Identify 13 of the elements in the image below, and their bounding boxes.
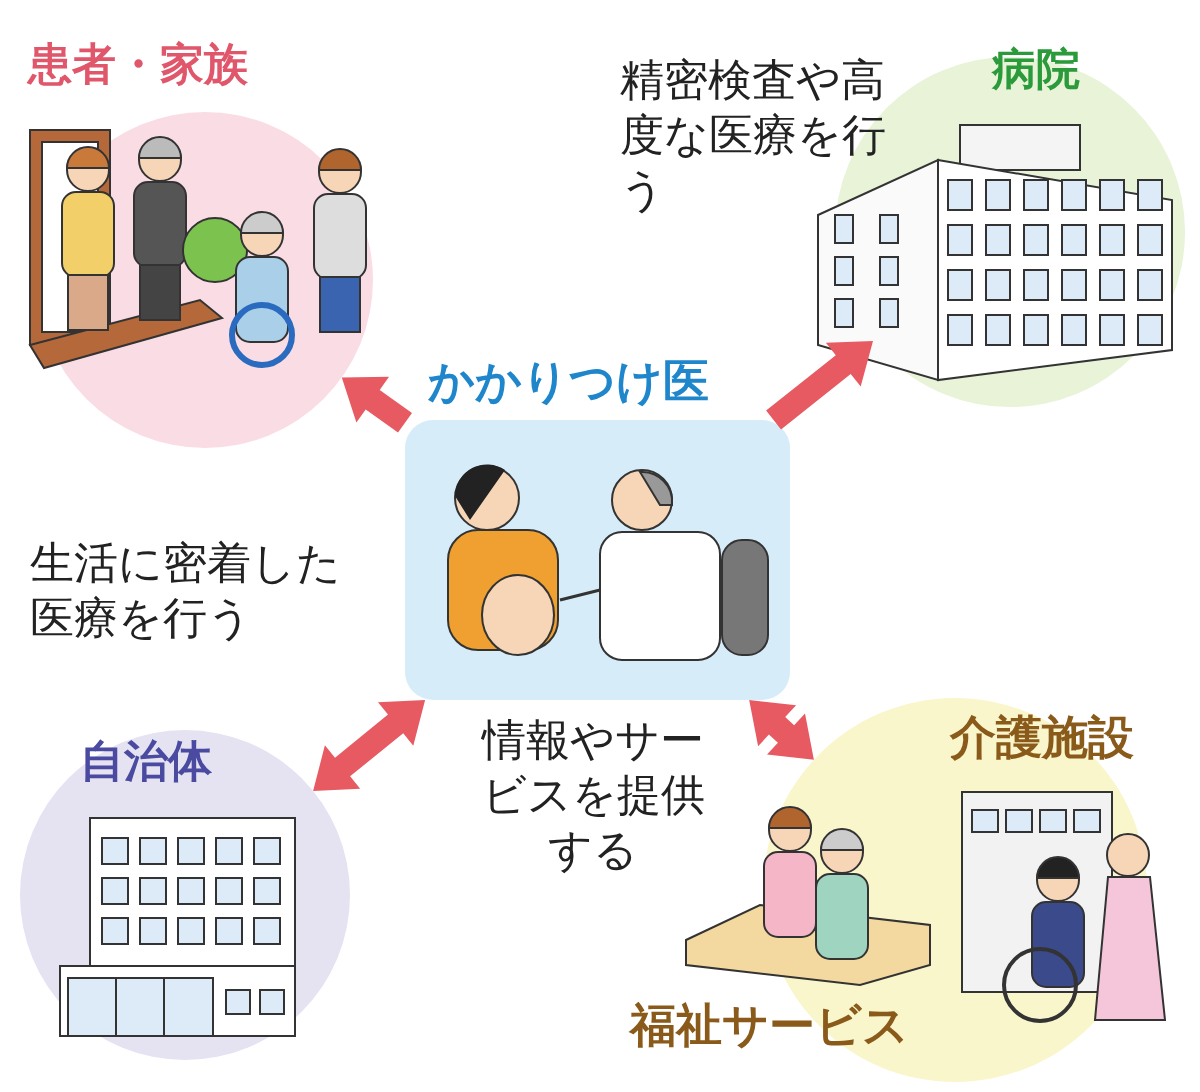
heading: 介護施設 — [950, 712, 1134, 763]
heading: 自治体 — [80, 737, 212, 786]
note-text: 生活に密着した医療を行う — [30, 536, 342, 645]
arrow — [766, 340, 873, 430]
heading: 福祉サービス — [630, 1000, 909, 1051]
heading: 病院 — [992, 45, 1080, 94]
heading: かかりつけ医 — [428, 356, 709, 407]
note-text: 情報やサービスを提供する — [480, 713, 706, 877]
double-arrow — [749, 700, 814, 760]
note-text: 精密検査や高度な医療を行う — [620, 53, 887, 217]
double-arrow — [313, 700, 426, 791]
heading: 患者・家族 — [28, 40, 248, 89]
arrow — [341, 376, 412, 433]
